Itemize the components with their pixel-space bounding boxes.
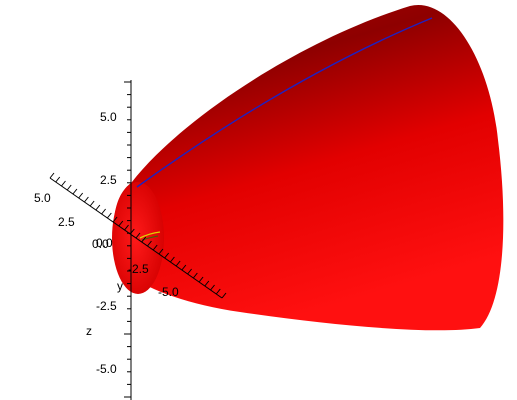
z-tick-label: 2.5 xyxy=(100,173,117,187)
y-axis-tick xyxy=(106,212,112,219)
y-axis-tick xyxy=(158,248,164,255)
y-axis-tick xyxy=(49,172,55,179)
y-axis-tick xyxy=(95,204,101,211)
z-tick-label: -2.5 xyxy=(96,299,117,313)
y-axis-tick xyxy=(72,188,78,195)
y-axis-tick xyxy=(84,196,89,203)
y-axis-tick xyxy=(78,192,84,199)
y-axis-tick xyxy=(170,256,175,263)
y-axis-tick xyxy=(89,200,95,207)
y-axis-tick xyxy=(112,216,118,223)
y-axis-tick xyxy=(164,252,170,259)
z-axis xyxy=(124,80,132,400)
y-axis-tick xyxy=(198,276,204,283)
curve-blue xyxy=(136,17,433,188)
y-tick-label: 2.5 xyxy=(58,215,75,229)
y-axis-tick xyxy=(101,208,106,215)
y-tick-label: 5.0 xyxy=(34,191,51,205)
y-axis xyxy=(49,172,227,299)
y-axis-tick xyxy=(129,228,135,235)
y-axis-tick xyxy=(61,180,66,187)
y-axis-tick xyxy=(147,240,152,247)
y-axis-tick xyxy=(221,292,227,299)
z-tick-label: 0.0 xyxy=(96,236,113,250)
z-tick-label: -5.0 xyxy=(96,362,117,376)
curve-yellow xyxy=(139,231,161,239)
y-axis-tick xyxy=(192,272,198,279)
axis-label-y: y xyxy=(117,279,123,293)
origin-label: 0.0 xyxy=(92,237,109,251)
y-axis-tick xyxy=(118,220,124,227)
z-tick-label: 5.0 xyxy=(100,110,117,124)
y-axis-tick xyxy=(204,280,210,287)
y-axis-tick xyxy=(181,264,187,271)
y-axis-tick xyxy=(141,236,147,243)
y-tick-label: -2.5 xyxy=(128,262,149,276)
y-axis-tick xyxy=(124,224,129,231)
y-axis-tick xyxy=(55,176,61,183)
y-axis-tick xyxy=(66,184,72,191)
y-axis-tick xyxy=(175,260,181,267)
surface-body xyxy=(113,4,504,331)
y-axis-tick xyxy=(152,244,158,251)
y-tick-label: -5.0 xyxy=(158,285,179,299)
surface-cap xyxy=(112,182,164,294)
y-axis-tick xyxy=(215,288,221,295)
y-axis-tick xyxy=(187,268,192,275)
y-axis-tick xyxy=(135,232,141,239)
axis-label-z: z xyxy=(86,324,92,338)
y-axis-tick xyxy=(210,284,215,291)
